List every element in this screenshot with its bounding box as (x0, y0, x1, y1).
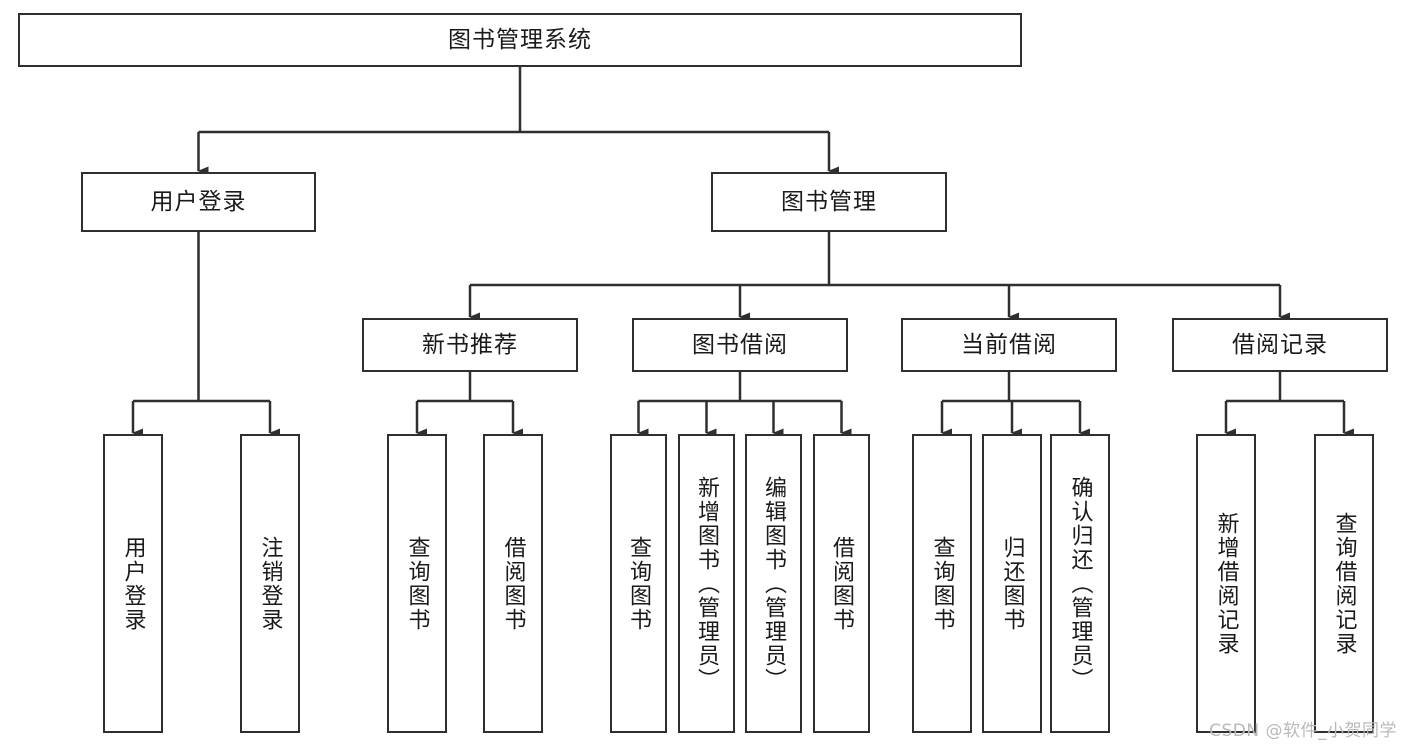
node-label-new-book-rec: 新书推荐 (422, 331, 518, 358)
node-label-leaf-add-book: 新增图书（管理员） (694, 475, 720, 692)
node-label-leaf-borrow-book-2: 借阅图书 (829, 535, 855, 632)
node-label-leaf-query-book-2: 查询图书 (626, 535, 652, 632)
node-book-manage[interactable]: 图书管理 (711, 172, 947, 232)
node-leaf-borrow-book-2[interactable]: 借阅图书 (813, 434, 870, 733)
node-leaf-add-book[interactable]: 新增图书（管理员） (678, 434, 735, 733)
node-label-leaf-query-book-3: 查询图书 (929, 535, 955, 632)
node-leaf-user-login[interactable]: 用户登录 (103, 434, 163, 733)
node-label-borrow-record: 借阅记录 (1232, 331, 1328, 358)
node-leaf-query-book-2[interactable]: 查询图书 (610, 434, 667, 733)
node-leaf-logout[interactable]: 注销登录 (240, 434, 300, 733)
node-leaf-query-book-1[interactable]: 查询图书 (387, 434, 447, 733)
node-root[interactable]: 图书管理系统 (18, 13, 1022, 67)
node-label-leaf-add-record: 新增借阅记录 (1213, 511, 1239, 656)
node-label-leaf-query-record: 查询借阅记录 (1331, 511, 1357, 656)
node-label-leaf-confirm-return: 确认归还（管理员） (1067, 475, 1093, 692)
node-label-leaf-return-book: 归还图书 (999, 535, 1025, 632)
node-label-leaf-edit-book: 编辑图书（管理员） (761, 475, 787, 692)
node-leaf-add-record[interactable]: 新增借阅记录 (1196, 434, 1256, 733)
node-label-leaf-user-login: 用户登录 (120, 535, 146, 632)
watermark-text: CSDN @软件_小贺同学 (1209, 721, 1397, 741)
node-label-book-manage: 图书管理 (781, 188, 877, 215)
node-user-login[interactable]: 用户登录 (81, 172, 316, 232)
node-leaf-borrow-book-1[interactable]: 借阅图书 (483, 434, 543, 733)
node-borrow-record[interactable]: 借阅记录 (1172, 318, 1388, 372)
node-new-book-rec[interactable]: 新书推荐 (362, 318, 578, 372)
node-label-book-borrow: 图书借阅 (692, 331, 788, 358)
node-label-current-borrow: 当前借阅 (961, 331, 1057, 358)
node-leaf-query-record[interactable]: 查询借阅记录 (1314, 434, 1374, 733)
node-label-leaf-logout: 注销登录 (257, 535, 283, 632)
node-leaf-confirm-return[interactable]: 确认归还（管理员） (1050, 434, 1110, 733)
node-leaf-edit-book[interactable]: 编辑图书（管理员） (745, 434, 802, 733)
node-book-borrow[interactable]: 图书借阅 (632, 318, 848, 372)
node-leaf-query-book-3[interactable]: 查询图书 (912, 434, 972, 733)
node-current-borrow[interactable]: 当前借阅 (901, 318, 1117, 372)
node-label-leaf-borrow-book-1: 借阅图书 (500, 535, 526, 632)
node-label-user-login: 用户登录 (150, 188, 247, 215)
node-leaf-return-book[interactable]: 归还图书 (982, 434, 1042, 733)
node-label-root: 图书管理系统 (448, 26, 592, 53)
node-label-leaf-query-book-1: 查询图书 (404, 535, 430, 632)
